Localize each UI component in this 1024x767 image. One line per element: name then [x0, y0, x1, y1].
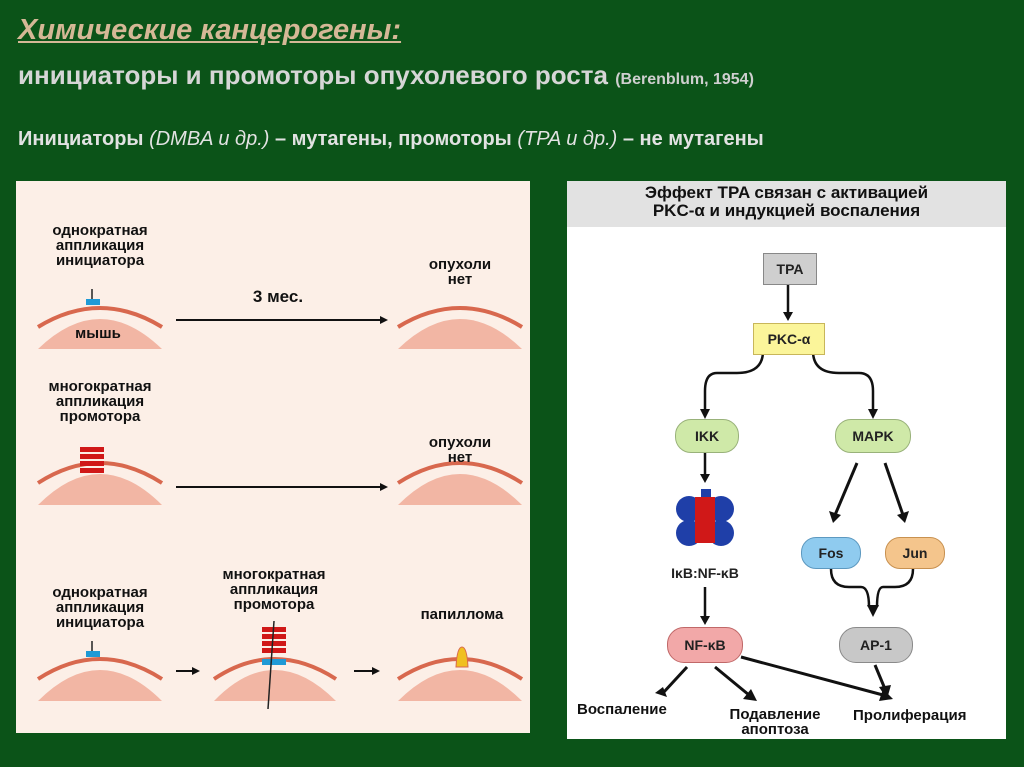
outcome-inflammation: Воспаление [577, 701, 667, 718]
pathway-header: Эффект TPA связан с активацией PKC-α и и… [567, 181, 1006, 227]
row1-result-line2: нет [447, 271, 473, 288]
row3-mid-label-line3: промотора [233, 596, 315, 613]
row1-label: однократная аппликация инициатора [32, 223, 168, 268]
subtitle-non-mutagens: – не мутагены [622, 128, 764, 150]
row2-label-line1: многократная [48, 378, 152, 395]
nfkb-node: NF-κB [667, 627, 743, 663]
row2-result: опухоли нет [412, 435, 508, 465]
arrow-row3-b [372, 667, 380, 675]
experiment-diagram [36, 289, 524, 710]
outcome-apoptosis: Подавление апоптоза [713, 707, 837, 737]
row3-mid-label-line1: многократная [222, 566, 326, 583]
subtitle-promoters: – мутагены, промоторы [274, 128, 512, 150]
ikb-nfkb-complex-glyph [676, 489, 734, 546]
experiment-panel: однократная аппликация инициатора мышь 3… [16, 181, 530, 733]
skin-row3-mid [212, 620, 338, 710]
initiator-mark-1 [86, 299, 100, 305]
row2-label-line2: аппликация [55, 393, 145, 410]
row2-label-line3: промотора [59, 408, 141, 425]
row3-label-line2: аппликация [55, 599, 145, 616]
complex-label: IκB:NF-κB [671, 565, 739, 581]
pathway-header-line1: Эффект TPA связан с активацией [644, 183, 929, 202]
fos-node: Fos [801, 537, 861, 569]
pkc-node: PKC-α [753, 323, 825, 355]
promoter-coil-1 [80, 447, 104, 473]
row1-label-line2: аппликация [55, 237, 145, 254]
row2-result-line2: нет [447, 449, 473, 466]
arrow-row3-a [192, 667, 200, 675]
row1-label-line1: однократная [52, 222, 148, 239]
papilloma-growth [455, 646, 469, 668]
row3-label-line1: однократная [52, 584, 148, 601]
row3-label-line3: инициатора [55, 614, 145, 631]
skin-row2-left [36, 447, 164, 505]
subtitle-tpa: (TPA и др.) [517, 128, 618, 150]
row3-result: папиллома [420, 606, 504, 623]
skin-row1-right [396, 306, 524, 349]
row1-result-line1: опухоли [428, 256, 492, 273]
row1-label-line3: инициатора [55, 252, 145, 269]
ikk-node: IKK [675, 419, 739, 453]
pathway-panel: Эффект TPA связан с активацией PKC-α и и… [567, 181, 1006, 739]
row2-label: многократная аппликация промотора [32, 379, 168, 424]
pathway-header-line2: PKC-α и индукцией воспаления [652, 201, 921, 220]
title-line-1: Химические канцерогены: [18, 14, 402, 46]
interval-label: 3 мес. [252, 287, 304, 306]
title-reference: (Berenblum, 1954) [615, 71, 754, 88]
tpa-node: TPA [763, 253, 817, 285]
skin-row1-left [36, 289, 164, 349]
subtitle-initiators: Инициаторы [18, 128, 144, 150]
subtitle: Инициаторы (DMBA и др.) – мутагены, пром… [18, 128, 764, 151]
title-line-2: инициаторы и промоторы опухолевого роста… [18, 60, 754, 91]
row3-mid-label: многократная аппликация промотора [206, 567, 342, 612]
row2-result-line1: опухоли [428, 434, 492, 451]
jun-node: Jun [885, 537, 945, 569]
skin-row3-right [396, 646, 524, 701]
outcome-proliferation: Пролиферация [853, 707, 967, 724]
ap1-node: AP-1 [839, 627, 913, 663]
skin-row3-left [36, 641, 164, 701]
row3-mid-label-line2: аппликация [229, 581, 319, 598]
pathway-diagram [655, 284, 915, 701]
skin-row2-right [396, 461, 524, 505]
subtitle-dmba: (DMBA и др.) [149, 128, 270, 150]
row3-label: однократная аппликация инициатора [32, 585, 168, 630]
row1-result: опухоли нет [412, 257, 508, 287]
mapk-node: MAPK [835, 419, 911, 453]
outcome-apoptosis-line2: апоптоза [741, 721, 809, 738]
title-line-2-text: инициаторы и промоторы опухолевого роста [18, 60, 608, 90]
outcome-apoptosis-line1: Подавление [729, 706, 821, 723]
mouse-label: мышь [75, 325, 121, 342]
